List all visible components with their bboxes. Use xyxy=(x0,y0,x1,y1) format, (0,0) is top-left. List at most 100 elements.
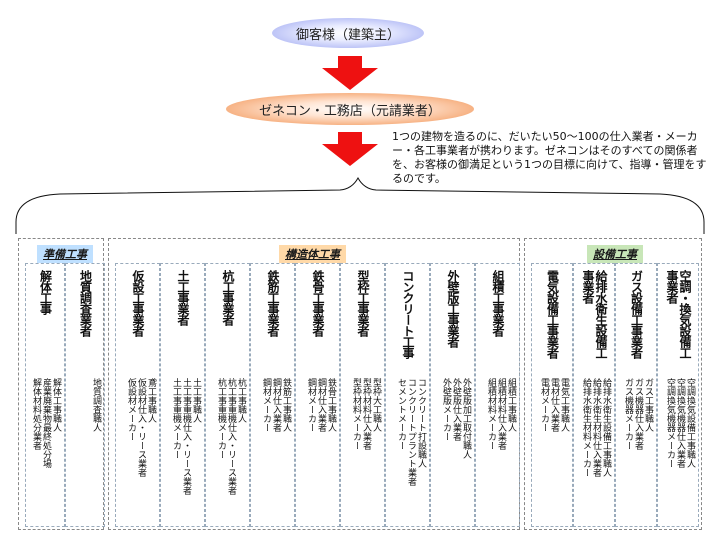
trade-item: ガス機器メーカー xyxy=(623,378,633,450)
trade-items: ガス工事職人ガス機器仕入業者ガス機器メーカー xyxy=(623,378,653,522)
trade-column: 給排水衛生設備工事業者給排水衛生設備工事職人給排水衛生材料仕入業者給排水衛生材料… xyxy=(573,263,615,527)
trade-item: 仮設材メーカー xyxy=(126,378,136,441)
trade-item: 仮設材仕入・リース業者 xyxy=(136,378,146,477)
trade-item: 鋼材仕入業者 xyxy=(271,378,281,432)
trade-item: 杭工事重機仕入・リース業者 xyxy=(226,378,236,495)
trade-title: 杭工事業者 xyxy=(221,270,235,325)
description-text: 1つの建物を造るのに、だいたい50～100の仕入業者・メーカー・各工事業者が携わ… xyxy=(392,130,707,185)
trade-items: 給排水衛生設備工事職人給排水衛生材料仕入業者給排水衛生材料メーカー xyxy=(581,378,611,522)
trade-item: 外壁版加工取付職人 xyxy=(461,378,471,459)
trade-column: 地質調査業者地質調査職人 xyxy=(65,263,105,527)
group-0: 準備工事解体工事解体工事職人産業廃棄物最終処分場解体材料処分業者地質調査業者地質… xyxy=(18,238,105,530)
trade-item: 解体材料処分業者 xyxy=(31,378,41,450)
trade-item: 杭工事職人 xyxy=(236,378,246,423)
trade-item: 電材仕入業者 xyxy=(549,378,559,432)
trade-item: コンクリート打設職人 xyxy=(416,378,426,468)
trade-item: 鳶工事職人 xyxy=(146,378,156,423)
trade-title: 空調・換気設備工事業者 xyxy=(665,270,692,358)
trade-items: 電気工事職人電材仕入業者電材メーカー xyxy=(539,378,569,522)
trade-column: 組積工事業者組積工事職人組積材料仕入業者組積材料メーカー xyxy=(475,263,520,527)
trade-items: 解体工事職人産業廃棄物最終処分場解体材料処分業者 xyxy=(31,378,61,522)
trade-column: 電気設備工事業者電気工事職人電材仕入業者電材メーカー xyxy=(531,263,573,527)
trade-item: 杭工事重機メーカー xyxy=(216,378,226,459)
trade-item: コンクリートプラント業者 xyxy=(406,378,416,486)
trade-item: 電材メーカー xyxy=(539,378,549,432)
brace-connector xyxy=(15,176,705,234)
trade-item: 空調換気機器仕入業者 xyxy=(675,378,685,468)
group-2: 設備工事電気設備工事業者電気工事職人電材仕入業者電材メーカー給排水衛生設備工事業… xyxy=(524,238,702,530)
trade-item: 鋼材メーカー xyxy=(261,378,271,432)
trade-item: 組積材料仕入業者 xyxy=(496,378,506,450)
trade-items: 杭工事職人杭工事重機仕入・リース業者杭工事重機メーカー xyxy=(216,378,246,522)
trade-item: 産業廃棄物最終処分場 xyxy=(41,378,51,468)
trade-title: 地質調査業者 xyxy=(78,270,93,336)
trade-item: 給排水衛生設備工事職人 xyxy=(601,378,611,477)
trade-column: 土工事業者土工事職人土工事重機仕入・リース業者土工事重機メーカー xyxy=(160,263,205,527)
trade-column: 杭工事業者杭工事職人杭工事重機仕入・リース業者杭工事重機メーカー xyxy=(205,263,250,527)
trade-column: 仮設工事業者鳶工事職人仮設材仕入・リース業者仮設材メーカー xyxy=(115,263,160,527)
trade-item: 空調換気設備工事職人 xyxy=(685,378,695,468)
trade-title: 仮設工事業者 xyxy=(131,270,145,336)
trade-item: 外壁版仕入業者 xyxy=(451,378,461,441)
trade-item: 電気工事職人 xyxy=(559,378,569,432)
trade-item: 組積工事職人 xyxy=(506,378,516,432)
trade-title: 給排水衛生設備工事業者 xyxy=(581,270,608,358)
trade-title: 土工事業者 xyxy=(176,270,190,325)
trade-item: セメントメーカー xyxy=(396,378,406,450)
trade-column: ガス設備工事業者ガス工事職人ガス機器仕入業者ガス機器メーカー xyxy=(615,263,657,527)
trade-item: 型枠材料仕入業者 xyxy=(361,378,371,450)
trade-column: 外壁版工事業者外壁版加工取付職人外壁版仕入業者外壁版メーカー xyxy=(430,263,475,527)
trade-item: 土工事重機メーカー xyxy=(171,378,181,459)
trade-item: 外壁版メーカー xyxy=(441,378,451,441)
trade-item: 空調換気機器メーカー xyxy=(665,378,675,468)
client-node: 御客様（建築主） xyxy=(272,18,424,48)
contractor-node: ゼネコン・工務店（元請業者） xyxy=(226,93,474,125)
trade-item: 給排水衛生材料仕入業者 xyxy=(591,378,601,477)
trade-title: 型枠工事業者 xyxy=(356,270,370,336)
trade-title: 組積工事業者 xyxy=(491,270,505,336)
trade-item: 鋼材メーカー xyxy=(306,378,316,432)
trade-title: コンクリート工事 xyxy=(401,270,415,358)
trade-item: 給排水衛生材料メーカー xyxy=(581,378,591,477)
group-title: 設備工事 xyxy=(587,245,643,263)
trade-column: 鉄骨工事業者鉄骨工事職人鋼材仕入業者鋼材メーカー xyxy=(295,263,340,527)
trade-column: コンクリート工事コンクリート打設職人コンクリートプラント業者セメントメーカー xyxy=(385,263,430,527)
trade-column: 鉄筋工事業者鉄筋工事職人鋼材仕入業者鋼材メーカー xyxy=(250,263,295,527)
trade-title: 外壁版工事業者 xyxy=(446,270,460,347)
down-arrow-icon xyxy=(322,56,378,90)
client-label: 御客様（建築主） xyxy=(295,27,400,43)
trade-items: コンクリート打設職人コンクリートプラント業者セメントメーカー xyxy=(396,378,426,522)
trade-item: 鋼材仕入業者 xyxy=(316,378,326,432)
trade-title: 電気設備工事業者 xyxy=(545,270,560,358)
trade-items: 空調換気設備工事職人空調換気機器仕入業者空調換気機器メーカー xyxy=(665,378,695,522)
trade-item: 型枠大工職人 xyxy=(371,378,381,432)
trade-items: 地質調査職人 xyxy=(91,378,101,522)
trade-item: 鉄筋工事職人 xyxy=(281,378,291,432)
group-title: 構造体工事 xyxy=(279,245,346,263)
trade-items: 外壁版加工取付職人外壁版仕入業者外壁版メーカー xyxy=(441,378,471,522)
trade-column: 解体工事解体工事職人産業廃棄物最終処分場解体材料処分業者 xyxy=(25,263,65,527)
trade-item: 解体工事職人 xyxy=(51,378,61,432)
trade-items: 鳶工事職人仮設材仕入・リース業者仮設材メーカー xyxy=(126,378,156,522)
trade-item: 鉄骨工事職人 xyxy=(326,378,336,432)
trade-items: 鉄骨工事職人鋼材仕入業者鋼材メーカー xyxy=(306,378,336,522)
group-title: 準備工事 xyxy=(37,245,93,263)
trade-column: 空調・換気設備工事業者空調換気設備工事職人空調換気機器仕入業者空調換気機器メーカ… xyxy=(657,263,699,527)
trade-item: 組積材料メーカー xyxy=(486,378,496,450)
trade-title: 解体工事 xyxy=(38,270,53,314)
trade-title: 鉄筋工事業者 xyxy=(266,270,280,336)
trade-items: 型枠大工職人型枠材料仕入業者型枠材料メーカー xyxy=(351,378,381,522)
trade-item: 地質調査職人 xyxy=(91,378,101,432)
trade-items: 土工事職人土工事重機仕入・リース業者土工事重機メーカー xyxy=(171,378,201,522)
contractor-label: ゼネコン・工務店（元請業者） xyxy=(259,103,441,119)
trade-item: ガス機器仕入業者 xyxy=(633,378,643,450)
group-1: 構造体工事仮設工事業者鳶工事職人仮設材仕入・リース業者仮設材メーカー土工事業者土… xyxy=(108,238,520,530)
trade-column: 型枠工事業者型枠大工職人型枠材料仕入業者型枠材料メーカー xyxy=(340,263,385,527)
trade-title: ガス設備工事業者 xyxy=(629,270,644,358)
trade-title: 鉄骨工事業者 xyxy=(311,270,325,336)
trade-item: 土工事重機仕入・リース業者 xyxy=(181,378,191,495)
trade-item: 土工事職人 xyxy=(191,378,201,423)
trade-item: 型枠材料メーカー xyxy=(351,378,361,450)
trade-items: 組積工事職人組積材料仕入業者組積材料メーカー xyxy=(486,378,516,522)
trade-item: ガス工事職人 xyxy=(643,378,653,432)
